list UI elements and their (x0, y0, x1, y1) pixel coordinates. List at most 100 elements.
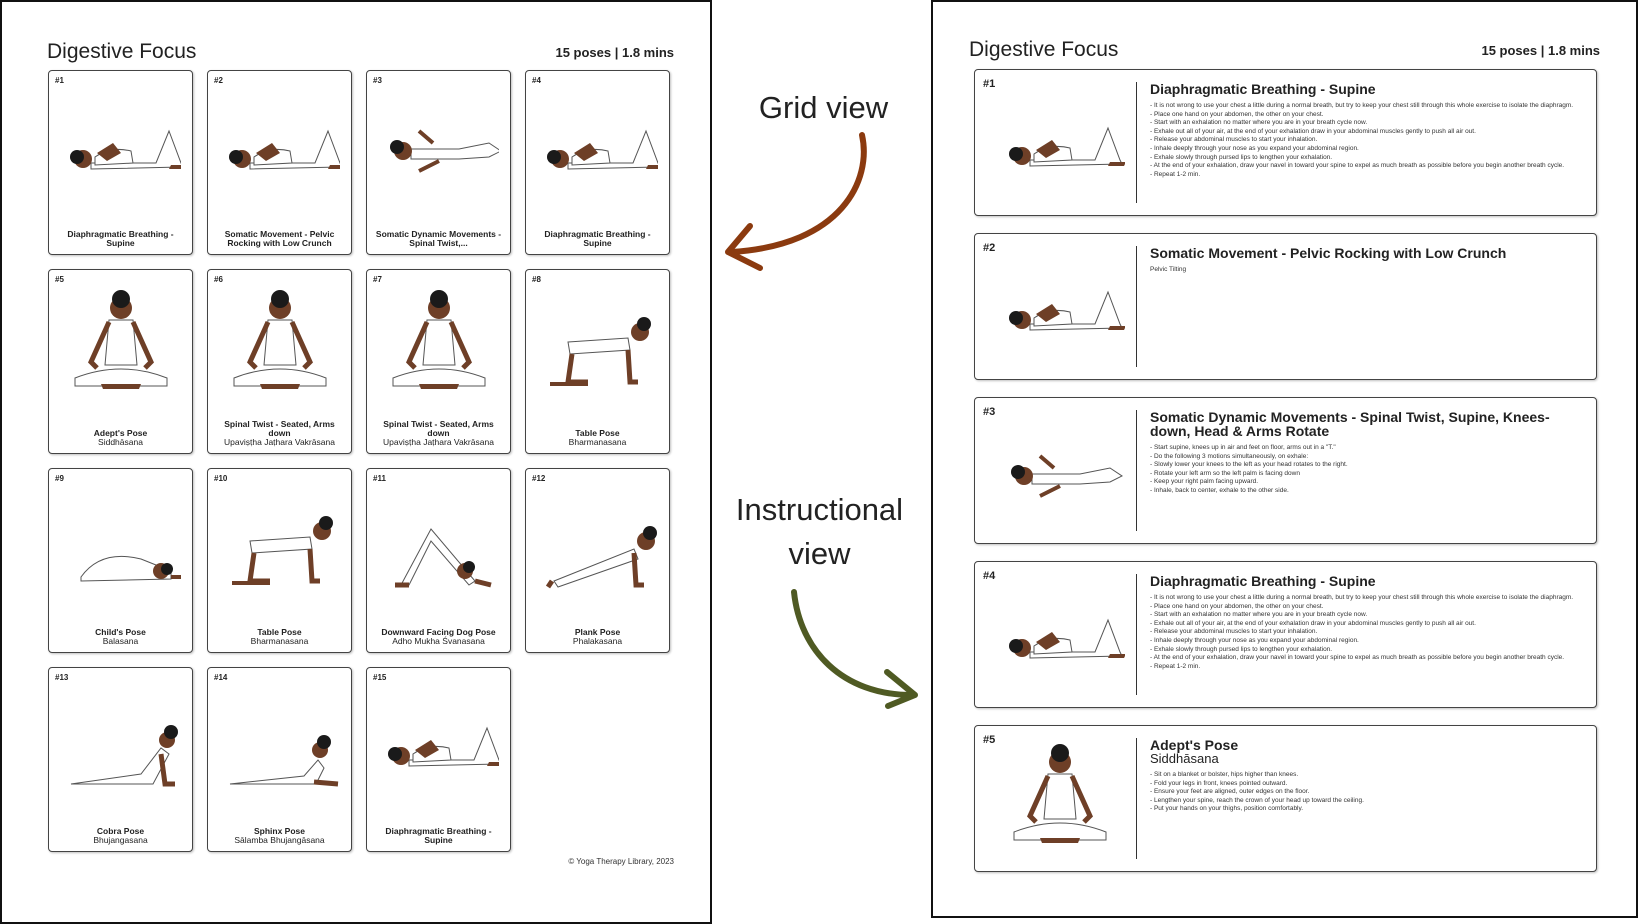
pose-sanskrit-name: Balasana (102, 636, 139, 646)
pose-illustration (379, 91, 499, 211)
instruction-step: - Start with an exhalation no matter whe… (1150, 119, 1368, 127)
pose-number: #6 (214, 275, 223, 284)
pose-sanskrit-name: Sālamba Bhujangāsana (234, 835, 325, 845)
pose-illustration (61, 91, 181, 211)
pose-number: #7 (373, 275, 382, 284)
row-divider (1136, 738, 1137, 859)
pose-illustration (220, 290, 340, 410)
instruction-step: - Release your abdominal muscles to star… (1150, 628, 1318, 636)
instruction-step: - Exhale out all of your air, at the end… (1150, 619, 1476, 627)
sheet-title: Digestive Focus (47, 40, 197, 63)
pose-sanskrit-name: Siddhāsana (1150, 751, 1219, 766)
pose-name: Downward Facing Dog Pose (381, 627, 496, 637)
pose-name: Table Pose (575, 428, 620, 438)
instruction-step: - Slowly lower your knees to the left as… (1150, 461, 1348, 469)
pose-sanskrit-name: Phalakasana (572, 636, 623, 646)
instruction-step: - Start with an exhalation no matter whe… (1150, 611, 1368, 619)
pose-number: #13 (55, 673, 69, 682)
instruction-step: - Exhale out all of your air, at the end… (1150, 127, 1476, 135)
pose-figure (233, 290, 327, 389)
pose-number: #2 (214, 76, 223, 85)
pose-illustration (995, 416, 1125, 536)
instr-arrow-icon (791, 589, 915, 698)
pose-figure (545, 526, 657, 589)
pose-number: #15 (373, 673, 387, 682)
pose-figure (229, 735, 339, 787)
pose-summary: 15 poses | 1.8 mins (1481, 43, 1600, 58)
row-divider (1136, 410, 1137, 531)
pose-illustration (538, 91, 658, 211)
pose-name: Plank Pose (574, 627, 621, 637)
pose-title: Diaphragmatic Breathing - Supine (1150, 81, 1376, 97)
arrows-layer (725, 132, 918, 709)
pose-illustration (220, 688, 340, 808)
pose-illustration (995, 744, 1125, 864)
pose-number: #5 (55, 275, 64, 284)
instruction-body: Somatic Dynamic Movements - Spinal Twist… (1150, 410, 1576, 535)
pose-number: #4 (532, 76, 541, 85)
pose-figure (1013, 744, 1107, 843)
instruction-row[interactable]: #4 Diaphragmatic Breathing - Supine- It i… (974, 561, 1597, 708)
pose-illustration (538, 290, 658, 410)
instruction-step: - Inhale, back to center, exhale to the … (1150, 486, 1289, 494)
pose-name: Diaphragmatic Breathing - Supine (544, 229, 651, 248)
pose-number: #8 (532, 275, 541, 284)
pose-illustration (995, 88, 1125, 208)
pose-figure (1009, 618, 1125, 659)
pose-name: Somatic Dynamic Movements - Spinal Twist… (375, 229, 502, 248)
pose-illustration (220, 91, 340, 211)
pose-figure (1009, 126, 1125, 167)
pose-title: Somatic Dynamic Movements - Spinal Twist… (1150, 409, 1550, 439)
pose-figure (392, 290, 486, 389)
pose-sanskrit-name: Upaviṣṭha Jaṭhara Vakrāsana (224, 437, 335, 447)
instruction-step: - It is not wrong to use your chest a li… (1150, 594, 1574, 601)
instruction-body: Diaphragmatic Breathing - Supine- It is … (1150, 574, 1576, 699)
pose-figure (1009, 290, 1125, 331)
pose-number: #12 (532, 474, 546, 483)
pose-figure (229, 129, 340, 170)
instruction-step: - Fold your legs in front, knees pointed… (1150, 779, 1288, 787)
instruction-steps: - Start supine, knees up in air and feet… (1150, 444, 1576, 496)
instruction-steps: - It is not wrong to use your chest a li… (1150, 594, 1576, 671)
instruction-step: - Repeat 1-2 min. (1150, 662, 1201, 670)
instruction-step: - Start supine, knees up in air and feet… (1150, 444, 1336, 451)
pose-name: Child's Pose (95, 627, 146, 637)
pose-sanskrit-name: Bharmanasana (250, 636, 309, 646)
instruction-step: - It is not wrong to use your chest a li… (1150, 102, 1574, 109)
pose-number: #4 (983, 570, 996, 582)
instruction-step: - Keep your right palm facing upward. (1150, 478, 1259, 486)
pose-figure (547, 129, 658, 170)
pose-number: #11 (373, 474, 386, 483)
pose-figure (395, 528, 492, 588)
pose-figure (1011, 454, 1123, 498)
pose-name: Diaphragmatic Breathing - Supine (67, 229, 174, 248)
